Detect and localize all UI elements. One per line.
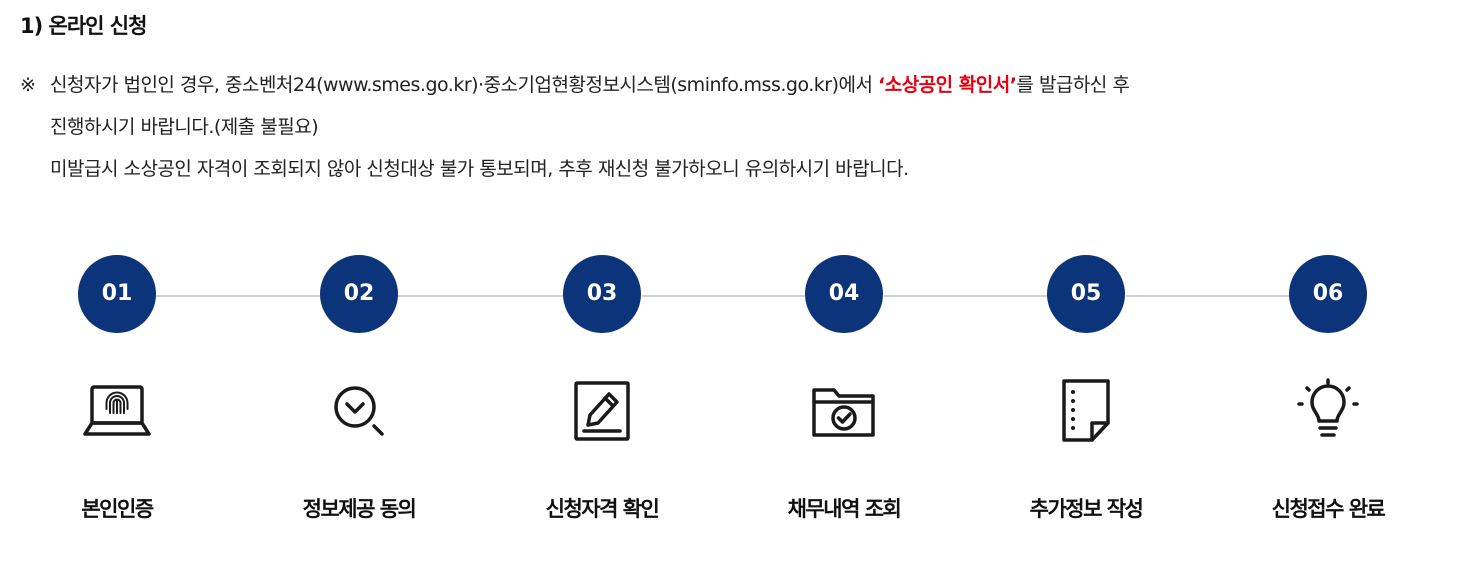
- step-number: 05: [1047, 255, 1125, 333]
- notice-line-3: 미발급시 소상공인 자격이 조회되지 않아 신청대상 불가 통보되며, 추후 재…: [50, 158, 909, 180]
- step-number: 01: [78, 255, 156, 333]
- notice-line-2: 진행하시기 바랍니다.(제출 불필요): [50, 116, 319, 138]
- step-6: 06 신청접수 완료: [1208, 255, 1448, 523]
- step-connector: [1126, 295, 1290, 297]
- notice-text-before: 신청자가 법인인 경우, 중소벤처24(www.smes.go.kr)·중소기업…: [50, 74, 878, 96]
- step-number: 03: [563, 255, 641, 333]
- notice-highlight: ‘소상공인 확인서’: [878, 74, 1017, 96]
- notice-mark: ※: [20, 74, 36, 96]
- step-number: 02: [320, 255, 398, 333]
- notice-text-after: 를 발급하신 후: [1016, 74, 1130, 96]
- folder-check-icon: [804, 371, 884, 451]
- step-4: 04 채무내역 조회: [724, 255, 964, 523]
- step-number: 06: [1289, 255, 1367, 333]
- laptop-fingerprint-icon: [77, 371, 157, 451]
- step-connector: [398, 295, 564, 297]
- step-2: 02 정보제공 동의: [239, 255, 479, 523]
- step-connector: [642, 295, 806, 297]
- step-1: 01 본인인증: [0, 255, 237, 523]
- search-check-icon: [319, 371, 399, 451]
- step-label: 본인인증: [81, 497, 154, 521]
- step-connector: [156, 295, 320, 297]
- note-document-icon: [1046, 371, 1126, 451]
- step-5: 05 추가정보 작성: [966, 255, 1206, 523]
- step-label: 정보제공 동의: [302, 497, 417, 521]
- step-number: 04: [805, 255, 883, 333]
- notice-line-1: ※ 신청자가 법인인 경우, 중소벤처24(www.smes.go.kr)·중소기…: [20, 64, 1460, 106]
- notice: ※ 신청자가 법인인 경우, 중소벤처24(www.smes.go.kr)·중소기…: [20, 64, 1460, 190]
- step-label: 신청접수 완료: [1271, 497, 1386, 521]
- edit-document-icon: [562, 371, 642, 451]
- process-steps: 01 본인인증 02 정보제: [0, 255, 1474, 535]
- step-label: 추가정보 작성: [1029, 497, 1144, 521]
- step-label: 신청자격 확인: [545, 497, 660, 521]
- step-3: 03 신청자격 확인: [482, 255, 722, 523]
- step-connector: [884, 295, 1048, 297]
- step-label: 채무내역 조회: [787, 497, 902, 521]
- lightbulb-icon: [1288, 371, 1368, 451]
- section-title: 1) 온라인 신청: [20, 14, 147, 38]
